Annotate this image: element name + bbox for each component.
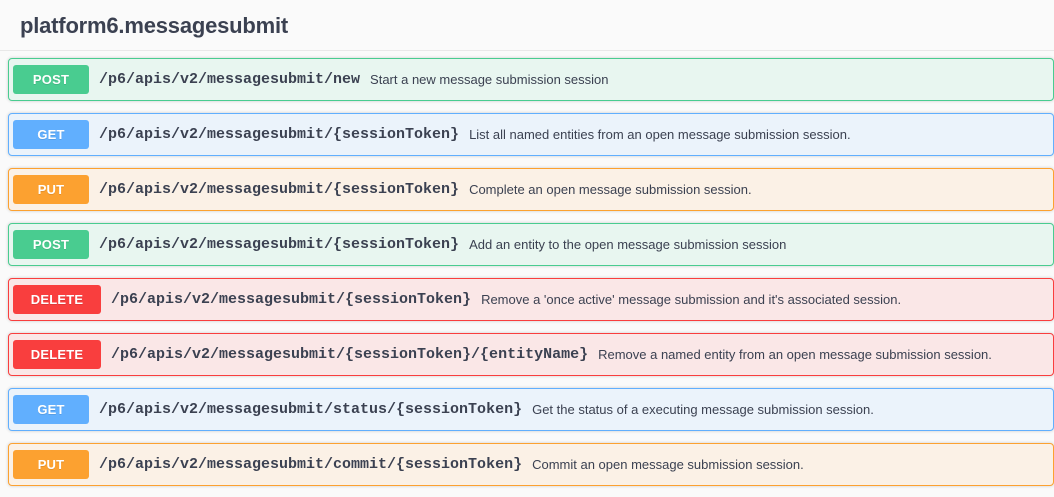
operation-description: List all named entities from an open mes… [469, 127, 851, 142]
operation-spacer [0, 101, 1054, 113]
operation-description: Get the status of a executing message su… [532, 402, 874, 417]
operation-row[interactable]: GET/p6/apis/v2/messagesubmit/status/{ses… [8, 388, 1054, 431]
operation-path: /p6/apis/v2/messagesubmit/{sessionToken} [111, 291, 472, 308]
method-badge-delete: DELETE [13, 340, 101, 369]
tag-header[interactable]: platform6.messagesubmit [0, 0, 1054, 51]
operation-row[interactable]: PUT/p6/apis/v2/messagesubmit/{sessionTok… [8, 168, 1054, 211]
operation-path: /p6/apis/v2/messagesubmit/{sessionToken} [99, 126, 460, 143]
operation-row[interactable]: DELETE/p6/apis/v2/messagesubmit/{session… [8, 278, 1054, 321]
method-badge-get: GET [13, 395, 89, 424]
method-badge-put: PUT [13, 450, 89, 479]
operation-row[interactable]: POST/p6/apis/v2/messagesubmit/new Start a… [8, 58, 1054, 101]
operation-path: /p6/apis/v2/messagesubmit/new [99, 71, 361, 88]
method-badge-post: POST [13, 65, 89, 94]
method-badge-put: PUT [13, 175, 89, 204]
list-top-spacer [0, 51, 1054, 58]
operation-path: /p6/apis/v2/messagesubmit/status/{sessio… [99, 401, 523, 418]
operations-list: POST/p6/apis/v2/messagesubmit/new Start a… [0, 58, 1054, 486]
method-badge-delete: DELETE [13, 285, 101, 314]
operation-spacer [0, 266, 1054, 278]
operation-path: /p6/apis/v2/messagesubmit/{sessionToken}… [111, 346, 589, 363]
operation-spacer [0, 321, 1054, 333]
operation-row[interactable]: POST/p6/apis/v2/messagesubmit/{sessionTo… [8, 223, 1054, 266]
operation-row[interactable]: DELETE/p6/apis/v2/messagesubmit/{session… [8, 333, 1054, 376]
api-tag-section: platform6.messagesubmit POST/p6/apis/v2/… [0, 0, 1054, 486]
operation-description: Remove a named entity from an open messa… [598, 347, 992, 362]
operation-description: Start a new message submission session [370, 72, 609, 87]
operation-spacer [0, 431, 1054, 443]
operation-path: /p6/apis/v2/messagesubmit/commit/{sessio… [99, 456, 523, 473]
method-badge-get: GET [13, 120, 89, 149]
operation-spacer [0, 211, 1054, 223]
page-title: platform6.messagesubmit [20, 13, 289, 38]
operation-path: /p6/apis/v2/messagesubmit/{sessionToken} [99, 236, 460, 253]
operation-description: Commit an open message submission sessio… [532, 457, 804, 472]
operation-description: Remove a 'once active' message submissio… [481, 292, 902, 307]
operation-row[interactable]: GET/p6/apis/v2/messagesubmit/{sessionTok… [8, 113, 1054, 156]
operation-spacer [0, 376, 1054, 388]
operation-path: /p6/apis/v2/messagesubmit/{sessionToken} [99, 181, 460, 198]
method-badge-post: POST [13, 230, 89, 259]
operation-spacer [0, 156, 1054, 168]
operation-description: Complete an open message submission sess… [469, 182, 752, 197]
operation-row[interactable]: PUT/p6/apis/v2/messagesubmit/commit/{ses… [8, 443, 1054, 486]
operation-description: Add an entity to the open message submis… [469, 237, 787, 252]
